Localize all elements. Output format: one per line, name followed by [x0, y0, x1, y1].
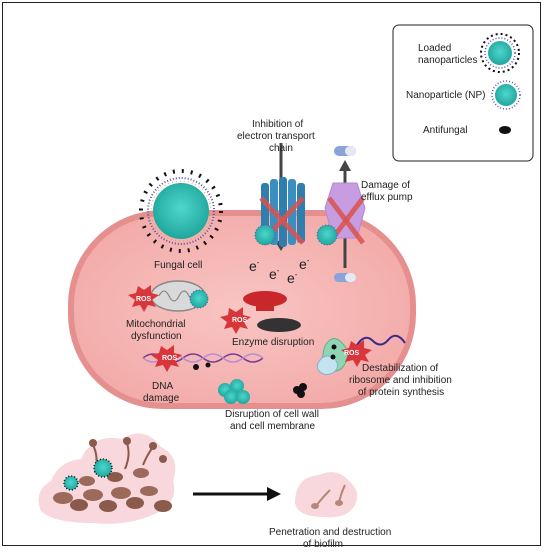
electron-4: e- — [299, 256, 310, 272]
ros-label-enzyme: ROS — [232, 317, 248, 324]
etc-channel — [254, 143, 305, 251]
biofilm-label-2: of biofilm — [303, 539, 343, 547]
etc-label-3: chain — [269, 143, 293, 154]
etc-label-2: electron transport — [237, 131, 315, 142]
legend-np-label: Nanoparticle (NP) — [406, 90, 485, 101]
enzyme-label: Enzyme disruption — [232, 337, 314, 348]
fungal-cell-label: Fungal cell — [154, 260, 202, 271]
mito-label-2: dysfunction — [131, 331, 182, 342]
legend-loaded-np-label-1: Loaded — [418, 43, 451, 54]
wall-label-2: and cell membrane — [230, 421, 315, 432]
legend: Loaded nanoparticles Nanoparticle (NP) A… — [392, 24, 534, 162]
legend-antifungal-icon — [499, 126, 511, 134]
legend-loaded-np-icon — [480, 33, 520, 73]
ros-burst-mito: ROS — [128, 285, 159, 312]
biofilm-left — [38, 433, 176, 524]
legend-loaded-np-label-2: nanoparticles — [418, 55, 477, 66]
diagram-canvas: Loaded nanoparticles Nanoparticle (NP) A… — [38, 24, 534, 550]
wall-label-1: Disruption of cell wall — [225, 409, 319, 420]
biofilm-right — [295, 472, 357, 518]
ros-label-dna: ROS — [162, 355, 178, 362]
efflux-label-1: Damage of — [361, 180, 410, 191]
biofilm-arrow — [193, 487, 281, 501]
electron-2: e- — [269, 266, 280, 282]
electron-1: e- — [249, 258, 260, 274]
ribo-label-1: Destabilization of — [362, 363, 438, 374]
ros-label-mito: ROS — [136, 296, 152, 303]
legend-antifungal-label: Antifungal — [423, 125, 467, 136]
legend-np-icon — [491, 80, 521, 110]
biofilm-label-1: Penetration and destruction — [269, 527, 391, 538]
enzyme: ROS — [220, 291, 301, 334]
ribosome: ROS — [316, 334, 406, 376]
dna-label-2: damage — [143, 393, 180, 404]
mito-label-1: Mitochondrial — [126, 319, 185, 330]
ribo-label-3: of protein synthesis — [358, 387, 444, 398]
electron-3: e- — [287, 270, 298, 286]
ros-label-ribo: ROS — [344, 350, 360, 357]
mitochondrion — [150, 280, 209, 312]
efflux-pump — [316, 146, 366, 282]
ribo-label-2: ribosome and inhibition — [349, 375, 452, 386]
dna: ROS — [142, 345, 264, 372]
np-cluster — [218, 379, 307, 404]
efflux-label-2: efflux pump — [361, 192, 413, 203]
electrons: e- e- e- e- — [249, 256, 310, 286]
loaded-nanoparticle — [139, 169, 223, 253]
etc-label-1: Inhibition of — [252, 119, 303, 130]
dna-label-1: DNA — [152, 381, 173, 392]
